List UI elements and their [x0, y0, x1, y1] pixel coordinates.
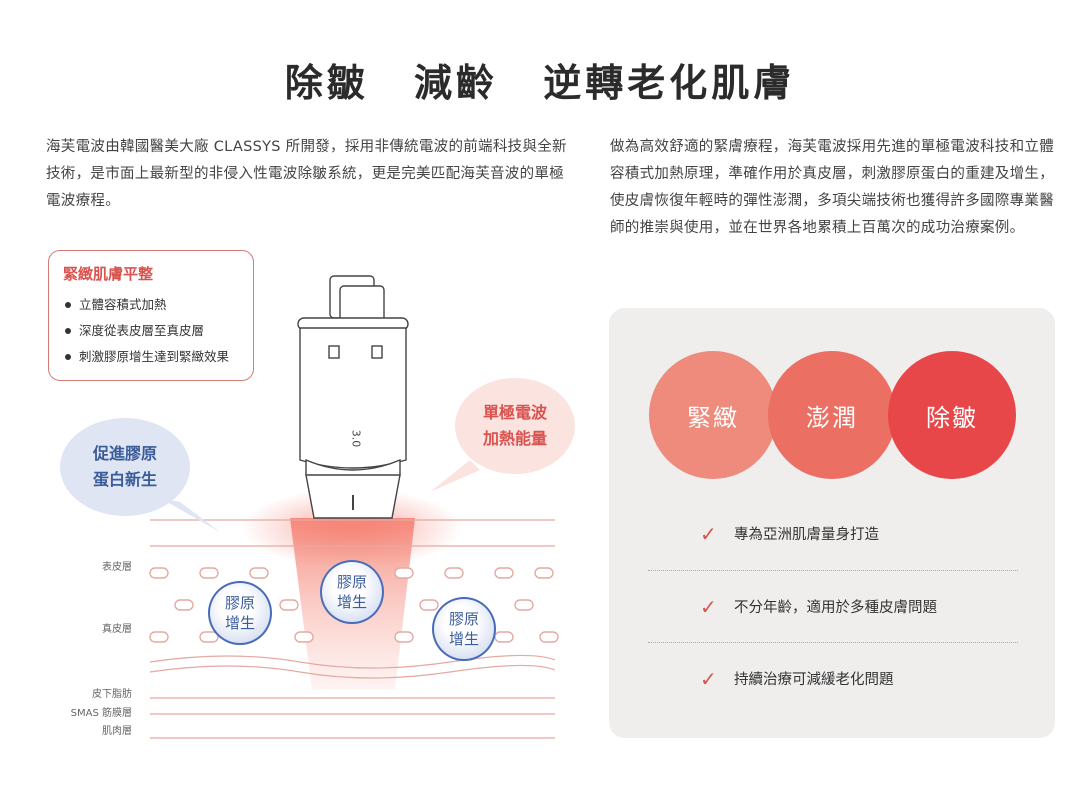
callout-list: 立體容積式加熱 深度從表皮層至真皮層 刺激膠原增生達到緊緻效果 — [63, 292, 239, 370]
label-dermis: 真皮層 — [102, 624, 132, 635]
list-item: 立體容積式加熱 — [63, 292, 239, 318]
circle-firming: 緊緻 — [649, 351, 777, 479]
check-icon: ✓ — [700, 521, 717, 546]
benefit-row: ✓ 持續治療可減緩老化問題 — [700, 668, 1020, 689]
sphere-line: 增生 — [224, 614, 255, 632]
skin-illustration — [149, 275, 559, 739]
label-muscle: 肌肉層 — [102, 726, 132, 737]
title-part-2: 減齡 — [413, 61, 498, 105]
collagen-growth-sphere: 膠原增生 — [320, 560, 384, 624]
sphere-line: 增生 — [336, 593, 367, 611]
check-icon: ✓ — [700, 666, 717, 691]
sphere-line: 增生 — [448, 630, 479, 648]
bubble-line: 促進膠原 — [92, 444, 157, 463]
bubble-line: 加熱能量 — [482, 429, 547, 448]
device-handpiece — [297, 275, 409, 519]
benefit-row: ✓ 專為亞洲肌膚量身打造 — [700, 523, 1020, 544]
title-part-3: 逆轉老化肌膚 — [543, 61, 796, 105]
sphere-line: 膠原 — [336, 573, 367, 591]
circle-wrinkle-removal: 除皺 — [888, 351, 1016, 479]
benefit-text: 持續治療可減緩老化問題 — [734, 672, 894, 688]
skin-lines — [149, 519, 556, 739]
label-smas: SMAS 筋膜層 — [70, 708, 132, 719]
collagen-growth-sphere: 膠原增生 — [208, 581, 272, 645]
collagen-growth-sphere: 膠原增生 — [432, 597, 496, 661]
sphere-line: 膠原 — [224, 594, 255, 612]
device-size-label: 3.0 — [349, 429, 363, 448]
blue-bubble-tail — [160, 498, 220, 532]
intro-paragraph-left: 海芙電波由韓國醫美大廠 CLASSYS 所開發，採用非傳統電波的前端科技與全新技… — [46, 139, 567, 209]
skin-cells — [149, 567, 559, 643]
label-epidermis: 表皮層 — [102, 562, 132, 573]
check-icon: ✓ — [700, 594, 717, 619]
benefit-text: 專為亞洲肌膚量身打造 — [734, 527, 879, 543]
rf-energy-bubble: 單極電波加熱能量 — [455, 378, 575, 474]
callout-title: 緊緻肌膚平整 — [63, 265, 154, 283]
label-subcutaneous-fat: 皮下脂肪 — [92, 689, 132, 700]
benefit-text: 不分年齡，適用於多種皮膚問題 — [734, 600, 937, 616]
sphere-line: 膠原 — [448, 610, 479, 628]
circle-plumping: 澎潤 — [768, 351, 896, 479]
bubble-line: 蛋白新生 — [92, 470, 157, 489]
title-part-1: 除皺 — [284, 61, 369, 105]
red-bubble-tail — [430, 460, 480, 492]
page-title: 除皺 減齡 逆轉老化肌膚 — [0, 52, 1080, 107]
collagen-regeneration-bubble: 促進膠原蛋白新生 — [60, 418, 190, 516]
divider — [648, 642, 1018, 643]
list-item: 刺激膠原增生達到緊緻效果 — [63, 344, 239, 370]
intro-paragraph-right: 做為高效舒適的緊膚療程，海芙電波採用先進的單極電波科技和立體容積式加熱原理，準確… — [610, 139, 1054, 236]
list-item: 深度從表皮層至真皮層 — [63, 318, 239, 344]
bubble-line: 單極電波 — [482, 403, 547, 422]
benefit-row: ✓ 不分年齡，適用於多種皮膚問題 — [700, 596, 1020, 617]
callout-box: 緊緻肌膚平整 立體容積式加熱 深度從表皮層至真皮層 刺激膠原增生達到緊緻效果 — [48, 250, 254, 381]
divider — [648, 570, 1018, 571]
